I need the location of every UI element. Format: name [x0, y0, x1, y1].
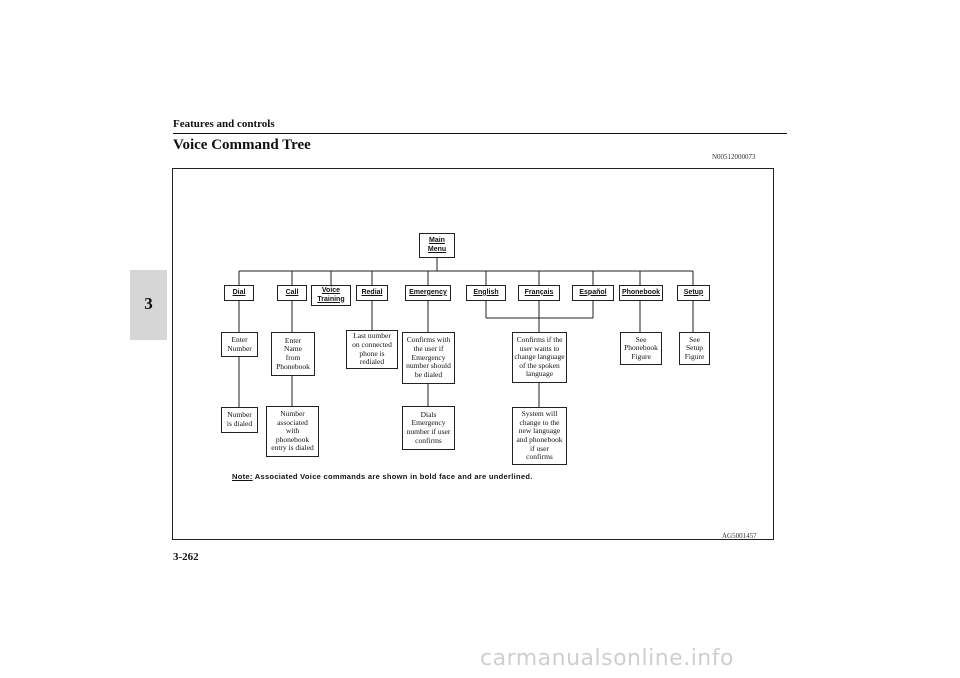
header-rule	[173, 133, 787, 134]
chapter-number: 3	[144, 294, 153, 313]
page-number: 3-262	[173, 551, 199, 563]
dial-step-number-dialed: Number is dialed	[221, 407, 258, 433]
redial-step: Last number on connected phone is redial…	[346, 330, 398, 369]
note-text: Associated Voice commands are shown in b…	[252, 472, 533, 481]
emergency-step-dial: Dials Emergency number if user confirms	[402, 406, 455, 450]
command-redial: Redial	[356, 285, 388, 301]
document-id: N00512000073	[712, 153, 756, 161]
diagram-note: Note: Associated Voice commands are show…	[232, 472, 533, 481]
main-menu-node: Main Menu	[419, 233, 455, 258]
watermark: carmanualsonline.info	[480, 646, 734, 671]
figure-id: AG5001457	[722, 532, 757, 540]
section-header: Features and controls	[173, 118, 275, 130]
call-step-number-dialed: Number associated with phonebook entry i…	[266, 406, 319, 457]
emergency-step-confirm: Confirms with the user if Emergency numb…	[402, 332, 455, 384]
call-step-enter-name: Enter Name from Phonebook	[271, 332, 315, 376]
note-label: Note:	[232, 472, 253, 481]
phonebook-see-figure: See Phonebook Figure	[620, 332, 662, 365]
command-espanol: Español	[572, 285, 614, 301]
diagram-frame	[172, 168, 774, 540]
language-step-change: System will change to the new language a…	[512, 407, 567, 465]
language-step-confirm: Confirms if the user wants to change lan…	[512, 332, 567, 383]
command-dial: Dial	[224, 285, 254, 301]
command-francais: Français	[518, 285, 560, 301]
setup-see-figure: See Setup Figure	[679, 332, 710, 365]
dial-step-enter-number: Enter Number	[221, 332, 258, 357]
command-emergency: Emergency	[405, 285, 451, 301]
command-phonebook: Phonebook	[619, 285, 663, 301]
command-call: Call	[277, 285, 307, 301]
command-english: English	[466, 285, 506, 301]
command-setup: Setup	[677, 285, 710, 301]
chapter-tab	[130, 270, 167, 340]
command-voice-training: Voice Training	[311, 285, 351, 306]
page-title: Voice Command Tree	[173, 137, 311, 153]
